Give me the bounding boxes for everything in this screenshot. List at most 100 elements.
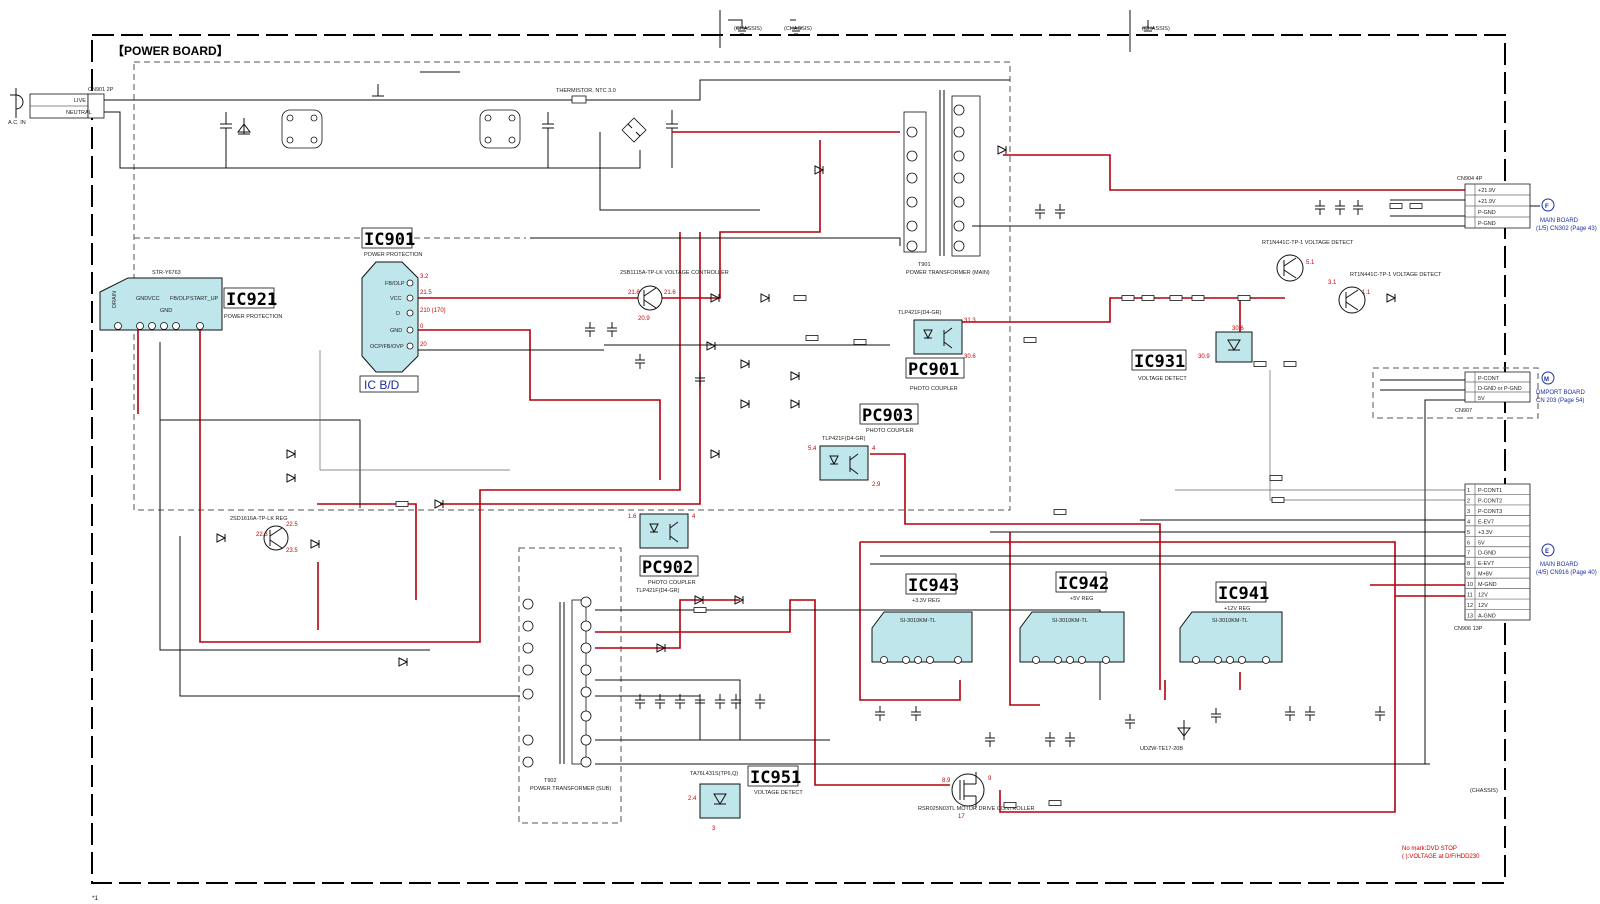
cn-e-pin-number: 5 (1467, 530, 1470, 536)
passive-components (216, 145, 1423, 808)
capacitor-symbol (1315, 200, 1325, 215)
rail-pc903 (870, 453, 1161, 690)
diode-symbol (814, 165, 825, 175)
cn-e-pin-9: M+8V (1478, 572, 1493, 578)
ic921-pin-startup: START_UP (190, 296, 219, 302)
ic901-pin-fb: FB/OLP (385, 281, 405, 287)
ic951-title: IC951 (750, 768, 801, 788)
cn-e-pin-12: 12V (1478, 603, 1488, 609)
rail-e-connector (1370, 584, 1465, 597)
ic901-v5: 20 (420, 342, 427, 348)
ic901-pin-ocp: OCP/FB/OVP (370, 344, 404, 350)
transistor-q901 (637, 285, 663, 311)
q901-v3: 20.9 (638, 316, 650, 322)
ic901-body (361, 261, 419, 373)
ic901-pin-gnd: GND (390, 328, 402, 334)
chassis-label-1: (CHASSIS) (734, 26, 762, 32)
ic901-desc: POWER PROTECTION (364, 252, 422, 258)
cn-e-pin-5: +3.3V (1478, 530, 1493, 536)
resistor-symbol (793, 295, 807, 301)
capacitor-symbol (1035, 204, 1045, 219)
rail-regulators (860, 541, 1396, 813)
ic943-title: IC943 (908, 576, 959, 596)
ac-inlet (10, 88, 105, 119)
pc901-v1: 31.3 (964, 318, 976, 324)
resistor-symbol (1141, 295, 1155, 301)
board-title: 【POWER BOARD】 (112, 43, 229, 58)
resistor-symbol (1237, 295, 1251, 301)
ic942-body (1019, 611, 1125, 664)
q945-v3: 17 (958, 814, 965, 820)
rail-pc902 (317, 232, 701, 600)
cn-e-pin-number: 1 (1467, 488, 1470, 494)
ic951-body (699, 783, 741, 819)
cn-e-pin-10: M-GND (1478, 582, 1497, 588)
note-dvd-stop: No mark:DVD STOP (1402, 846, 1457, 852)
capacitor-symbol (731, 694, 741, 709)
ic901-v2: 21.5 (420, 290, 432, 296)
primary-capacitors (220, 84, 678, 168)
ic921-pin-gnd1: GND (136, 296, 148, 302)
capacitor-symbol (1305, 706, 1315, 721)
diode-symbol (398, 657, 409, 667)
q921-v3: 23.5 (286, 548, 298, 554)
cn-e-letter: E (1545, 549, 1549, 555)
capacitor-symbol (675, 694, 685, 709)
ic921-title: IC921 (226, 290, 277, 310)
pc902-body (639, 513, 689, 549)
ic921-desc: POWER PROTECTION (224, 314, 282, 320)
pc901-desc: PHOTO COUPLER (910, 386, 958, 392)
t901-desc: POWER TRANSFORMER (MAIN) (906, 270, 990, 276)
ic943-desc: +3.3V REG (912, 598, 940, 604)
resistor-symbol (1023, 337, 1037, 343)
cn-m-badge (1541, 371, 1555, 385)
pc902-desc: PHOTO COUPLER (648, 580, 696, 586)
cn-f-pin-3: P-GND (1478, 210, 1496, 216)
ic951-desc: VOLTAGE DETECT (754, 790, 803, 796)
ic901-pins (406, 279, 414, 350)
t902-desc: POWER TRANSFORMER (SUB) (530, 786, 611, 792)
cn-e-pin-7: D-GND (1478, 551, 1496, 557)
t902-frame (518, 547, 622, 824)
cn-f-pin-2: +21.9V (1478, 199, 1496, 205)
connector-m (1464, 371, 1531, 403)
thermistor-label: THERMISTOR, NTC 3.0 (556, 88, 616, 94)
mosfet-q945 (951, 772, 985, 808)
resistor-symbol (1269, 475, 1283, 481)
ic921-body (99, 277, 223, 331)
diode-symbol (710, 449, 721, 459)
cn-e-board: MAIN BOARD (1540, 562, 1579, 568)
diode-symbol (706, 341, 717, 351)
ic921-pin-fb: FB/OLP (170, 296, 190, 302)
ic901-pin-d: D (396, 311, 400, 317)
t901-label: T901 (918, 262, 931, 268)
transformer-t901 (903, 90, 981, 257)
q947-v2: 1.1 (1362, 290, 1371, 296)
diode-symbol (760, 293, 771, 303)
q901-label: 2SB1115A-TP-LK VOLTAGE CONTROLLER (620, 270, 729, 276)
q943-label: RT1N441C-TP-1 VOLTAGE DETECT (1262, 240, 1354, 246)
capacitor-symbol (607, 322, 617, 337)
capacitor-symbol (755, 694, 765, 709)
q921-label: 2SD1616A-TP-LK REG (230, 516, 287, 522)
resistor-symbol (395, 501, 409, 507)
ic941-body (1179, 611, 1283, 664)
ic901-title: IC901 (364, 230, 415, 250)
diode-symbol (734, 595, 745, 605)
pc902-title: PC902 (642, 558, 693, 578)
rail-12v (1164, 672, 1241, 700)
note-voltage: ( ):VOLTAGE at D/F/HDD230 (1402, 854, 1480, 860)
resistor-symbol (853, 339, 867, 345)
line-filter-lf901 (281, 109, 323, 149)
pc903-part: TLP421F(D4-GR) (822, 436, 866, 442)
capacitor-symbol (1125, 714, 1135, 729)
q901-v1: 21.8 (628, 290, 640, 296)
cn-e-pin-number: 11 (1467, 593, 1473, 599)
cn-ac-pin-live: LIVE (74, 98, 86, 104)
resistor-symbol (1389, 203, 1403, 209)
pc901-title: PC901 (908, 360, 959, 380)
resistor-symbol (1048, 800, 1062, 806)
ic943-body (871, 611, 973, 664)
capacitor-symbol (715, 694, 725, 709)
